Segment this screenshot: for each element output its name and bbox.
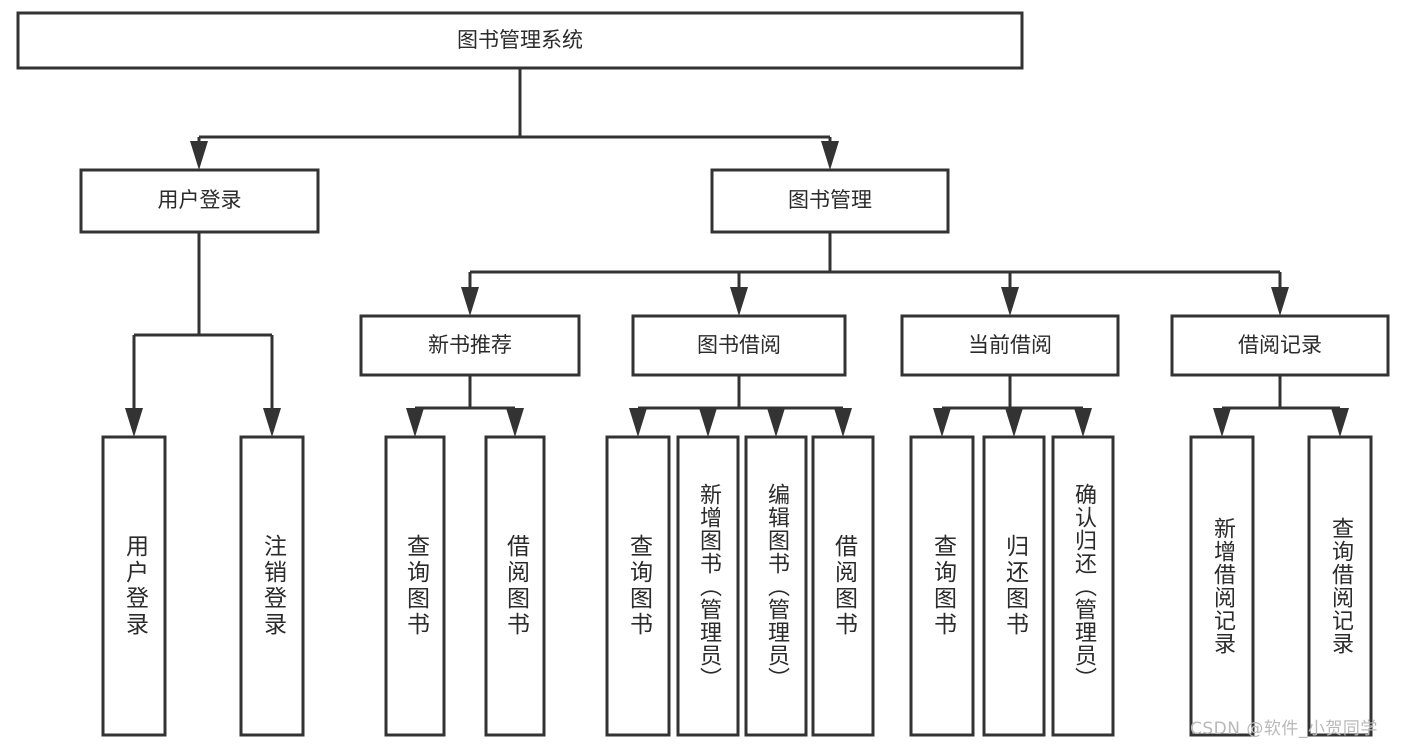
arrow-head-l4-borrow-book-b bbox=[834, 408, 852, 437]
arrow-head-l4-edit-book bbox=[767, 408, 785, 437]
watermark-text: CSDN @软件_小贺同学 bbox=[1190, 719, 1378, 739]
node-box-l4-add-book[interactable] bbox=[676, 435, 740, 737]
node-box-l4-return-book[interactable] bbox=[982, 435, 1046, 737]
connector-group-new-book bbox=[406, 375, 524, 437]
node-box-l4-user-login[interactable] bbox=[101, 435, 167, 737]
node-box-borrow[interactable] bbox=[631, 314, 847, 377]
arrow-head-l4-user-login bbox=[125, 408, 143, 437]
arrow-head-l4-add-book bbox=[699, 408, 717, 437]
arrow-head-user-login bbox=[190, 141, 208, 170]
arrow-head-l3-current bbox=[1001, 287, 1019, 316]
arrow-head-l4-query-book-b bbox=[629, 408, 647, 437]
node-box-l4-query-record[interactable] bbox=[1307, 435, 1373, 737]
arrow-head-l4-borrow-book-a bbox=[506, 408, 524, 437]
node-box-l4-add-record[interactable] bbox=[1189, 435, 1255, 737]
node-box-l4-query-book-b[interactable] bbox=[605, 435, 671, 737]
node-box-user-login[interactable] bbox=[79, 168, 320, 234]
node-box-l4-borrow-book-b[interactable] bbox=[811, 435, 875, 737]
node-box-l4-confirm-return[interactable] bbox=[1051, 435, 1115, 737]
node-box-l4-logout[interactable] bbox=[239, 435, 305, 737]
arrow-head-l3-new-book bbox=[461, 287, 479, 316]
arrow-head-l3-borrow bbox=[730, 287, 748, 316]
arrow-head-l4-query-book-a bbox=[406, 408, 424, 437]
connector-group-record bbox=[1213, 375, 1349, 437]
arrow-head-l4-add-record bbox=[1213, 408, 1231, 437]
node-box-l4-borrow-book-a[interactable] bbox=[484, 435, 546, 737]
connector-group-book-manage bbox=[461, 232, 1289, 316]
arrow-head-l4-confirm-return bbox=[1074, 408, 1092, 437]
arrow-head-l4-query-book-c bbox=[933, 408, 951, 437]
node-box-book-manage[interactable] bbox=[710, 168, 950, 234]
node-box-l4-query-book-c[interactable] bbox=[909, 435, 975, 737]
arrow-head-l3-record bbox=[1271, 287, 1289, 316]
arrow-head-l4-return-book bbox=[1005, 408, 1023, 437]
node-box-record[interactable] bbox=[1170, 314, 1390, 377]
connector-group-borrow bbox=[629, 375, 852, 437]
connector-group-current bbox=[933, 375, 1092, 437]
node-box-root[interactable] bbox=[16, 11, 1024, 70]
node-box-current[interactable] bbox=[900, 314, 1120, 377]
node-box-l4-edit-book[interactable] bbox=[744, 435, 808, 737]
connector-group-root bbox=[190, 68, 839, 170]
connector-group-user-login bbox=[125, 232, 281, 437]
node-box-l4-query-book-a[interactable] bbox=[384, 435, 446, 737]
arrow-head-l4-logout bbox=[263, 408, 281, 437]
arrow-head-l4-query-record bbox=[1331, 408, 1349, 437]
node-box-new-book[interactable] bbox=[359, 314, 581, 377]
arrow-head-book-manage bbox=[821, 141, 839, 170]
